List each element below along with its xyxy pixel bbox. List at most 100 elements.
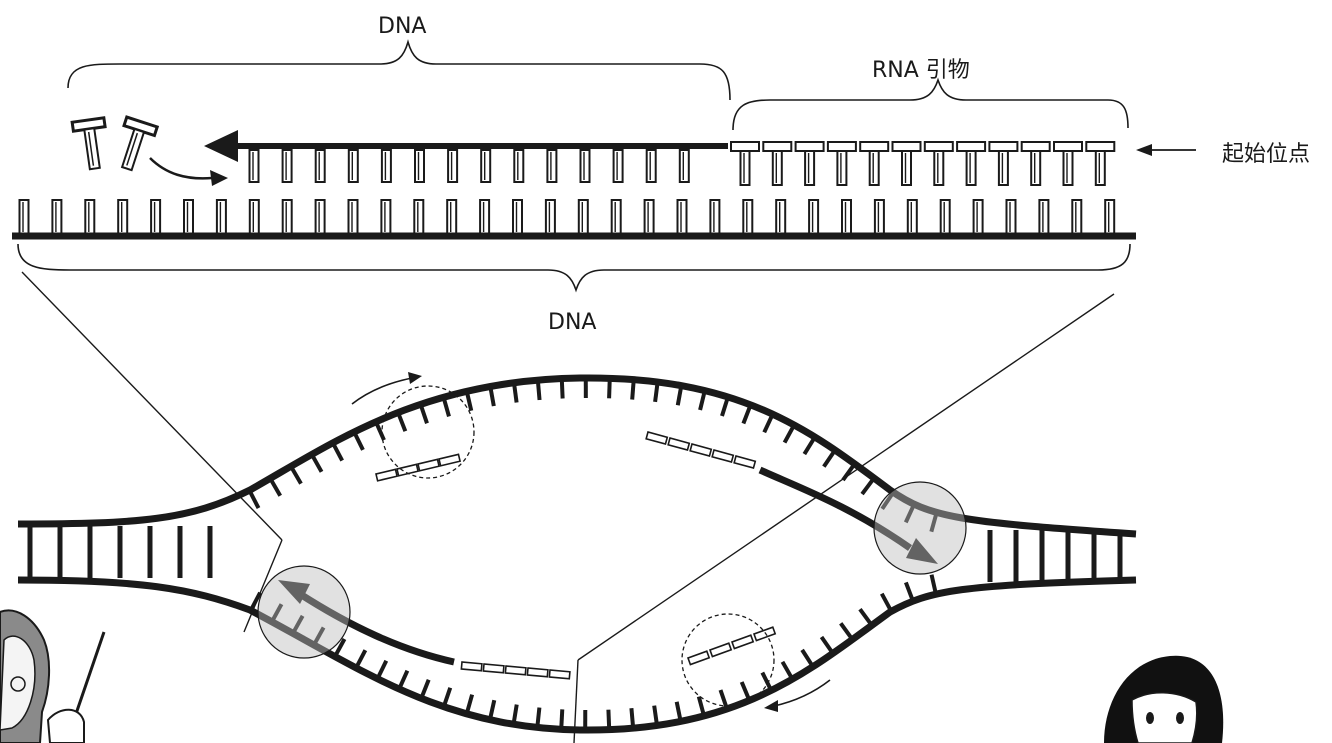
direction-arrow-lower-head — [764, 700, 778, 712]
new-strand-tooth — [283, 150, 292, 182]
template-tooth — [710, 200, 719, 234]
new-strand-tooth — [349, 150, 358, 182]
template-tooth — [842, 200, 851, 234]
new-strand-tooth — [514, 150, 523, 182]
dna-top-brace — [68, 42, 730, 100]
template-tooth — [316, 200, 325, 234]
template-tooth — [809, 200, 818, 234]
bubble-primer-unit — [549, 670, 570, 679]
free-nucleotide — [112, 117, 158, 173]
origin-label: 起始位点 — [1222, 136, 1310, 168]
bubble-primer-unit — [688, 651, 709, 664]
template-tooth — [612, 200, 621, 234]
curved-arrow-icon — [150, 158, 212, 178]
new-strand-tooth — [448, 150, 457, 182]
new-strand-tooth — [547, 150, 556, 182]
bubble-primer-unit — [418, 459, 439, 470]
rna-primer-brace — [733, 80, 1128, 130]
template-tooth — [579, 200, 588, 234]
template-tooth — [20, 200, 29, 234]
template-tooth — [447, 200, 456, 234]
rna-primer-units — [731, 142, 1114, 185]
enzyme-circle-left — [258, 566, 350, 658]
left-duplex-rungs — [30, 526, 210, 578]
rna-primer-unit — [796, 142, 824, 185]
template-tooth — [118, 200, 127, 234]
free-nucleotide — [72, 118, 111, 171]
new-strand-tooth — [316, 150, 325, 182]
bubble-primer-unit — [505, 666, 526, 675]
template-tooth — [645, 200, 654, 234]
bubble-primer-unit — [483, 664, 504, 673]
template-tooth — [513, 200, 522, 234]
bubble-primer-unit — [732, 635, 753, 648]
zoom-line-left — [22, 272, 282, 540]
bubble-primer-unit — [710, 643, 731, 656]
rna-primer-unit — [925, 142, 953, 185]
new-strand-tooth — [680, 150, 689, 182]
template-tooth — [678, 200, 687, 234]
right-duplex-rungs — [990, 530, 1120, 582]
upper-parental-strand — [18, 378, 1136, 534]
template-tooth — [217, 200, 226, 234]
rna-primer-unit — [989, 142, 1017, 185]
rna-primer-unit — [860, 142, 888, 185]
rna-primer-unit — [828, 142, 856, 185]
origin-pointer-arrowhead — [1136, 144, 1152, 156]
dna-bottom-label: DNA — [548, 310, 596, 335]
new-strand-tooth — [647, 150, 656, 182]
template-tooth — [85, 200, 94, 234]
bubble-primer-unit — [712, 450, 733, 462]
lower-parental-strand — [18, 580, 1136, 730]
bubble-primer-unit — [734, 456, 755, 468]
bubble-primer-unit — [376, 469, 397, 480]
template-tooth — [875, 200, 884, 234]
template-tooth — [941, 200, 950, 234]
template-tooth — [414, 200, 423, 234]
new-strand-tooth — [250, 150, 259, 182]
template-tooth — [1072, 200, 1081, 234]
new-strand-tooth — [415, 150, 424, 182]
template-tooth — [184, 200, 193, 234]
top-panel — [12, 42, 1196, 290]
template-tooth — [480, 200, 489, 234]
template-tooth — [776, 200, 785, 234]
template-tooth — [52, 200, 61, 234]
direction-arrow-upper — [352, 378, 412, 404]
rna-primer-unit — [957, 142, 985, 185]
character-left-illustration — [0, 610, 104, 743]
rna-primer-unit — [893, 142, 921, 185]
bubble-primer-unit — [754, 627, 775, 640]
template-tooth — [349, 200, 358, 234]
direction-arrow-upper-head — [408, 372, 422, 384]
rna-primer-unit — [1054, 142, 1082, 185]
new-strand-tooth — [481, 150, 490, 182]
bubble-primer-unit — [527, 668, 548, 677]
curved-arrow-head — [210, 170, 228, 186]
template-tooth — [1039, 200, 1048, 234]
template-tooth — [1105, 200, 1114, 234]
template-tooth — [250, 200, 259, 234]
template-tooth — [546, 200, 555, 234]
dna-bottom-brace — [18, 244, 1130, 290]
bubble-rna-primers — [376, 432, 775, 679]
rna-primer-unit — [763, 142, 791, 185]
template-strand-teeth — [20, 200, 1115, 234]
new-strand-tooth — [581, 150, 590, 182]
template-tooth — [1007, 200, 1016, 234]
template-tooth — [151, 200, 160, 234]
new-strand-arrowhead — [204, 130, 238, 162]
template-tooth — [743, 200, 752, 234]
template-tooth — [908, 200, 917, 234]
rna-primer-label: RNA 引物 — [872, 52, 970, 84]
bubble-primer-unit — [646, 432, 667, 444]
new-strand-tooth — [614, 150, 623, 182]
bubble-primer-unit — [668, 438, 689, 450]
bubble-primer-unit — [439, 454, 460, 465]
template-tooth — [283, 200, 292, 234]
template-tooth — [381, 200, 390, 234]
new-strand-teeth — [250, 150, 689, 182]
template-tooth — [974, 200, 983, 234]
dna-top-label: DNA — [378, 14, 426, 39]
